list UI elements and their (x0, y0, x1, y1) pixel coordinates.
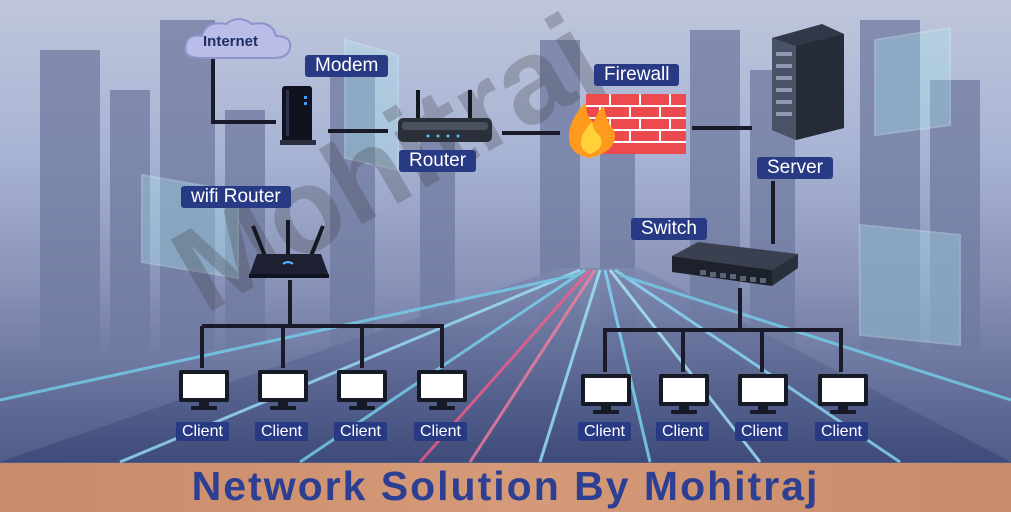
cloud-icon (184, 18, 292, 59)
client-label: Client (334, 422, 387, 441)
monitor-icon (335, 368, 389, 417)
switch-label: Switch (631, 218, 707, 240)
client-label: Client (578, 422, 631, 441)
wifi-router-icon (249, 220, 329, 278)
monitor-icon (177, 368, 231, 417)
client-label: Client (656, 422, 709, 441)
client-label: Client (255, 422, 308, 441)
monitor-icon (816, 372, 870, 421)
server-label: Server (757, 157, 833, 179)
wifi-router-label: wifi Router (181, 186, 291, 208)
router-label: Router (399, 150, 477, 172)
modem-icon (280, 86, 316, 145)
client-label: Client (176, 422, 229, 441)
monitor-icon (657, 372, 711, 421)
internet-label: Internet (203, 33, 259, 50)
monitor-icon (256, 368, 310, 417)
firewall-icon (568, 94, 686, 158)
client-label: Client (735, 422, 788, 441)
monitor-icon (736, 372, 790, 421)
monitor-icon (415, 368, 469, 417)
switch-icon (672, 242, 798, 286)
footer-title: Network Solution By Mohitraj (191, 463, 820, 509)
server-icon (772, 24, 844, 140)
modem-label: Modem (305, 55, 389, 77)
client-label: Client (414, 422, 467, 441)
client-label: Client (815, 422, 868, 441)
router-icon (398, 90, 492, 142)
firewall-label: Firewall (594, 64, 680, 86)
monitor-icon (579, 372, 633, 421)
footer-banner (0, 463, 1011, 512)
